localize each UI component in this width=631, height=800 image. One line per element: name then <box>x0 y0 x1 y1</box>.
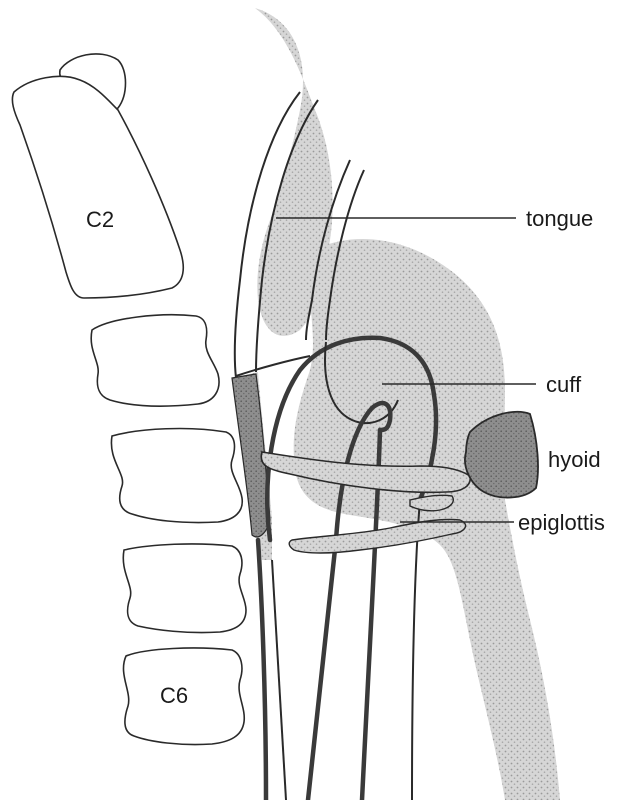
vertebra-c4 <box>111 429 242 523</box>
vertebra-c3 <box>91 315 219 406</box>
vertebra-c2 <box>12 76 183 298</box>
vertebra-c2-label: C2 <box>86 207 114 232</box>
trachea-wall-mid <box>272 560 286 800</box>
cuff-label: cuff <box>546 372 582 397</box>
epiglottis-label: epiglottis <box>518 510 605 535</box>
hyoid-label: hyoid <box>548 447 601 472</box>
tongue-label: tongue <box>526 206 593 231</box>
trachea-wall-right <box>412 500 420 800</box>
trachea-wall-left <box>258 540 266 800</box>
tube-shaft-left <box>308 540 336 800</box>
vertebra-c6-label: C6 <box>160 683 188 708</box>
vertebra-c5 <box>123 544 246 633</box>
